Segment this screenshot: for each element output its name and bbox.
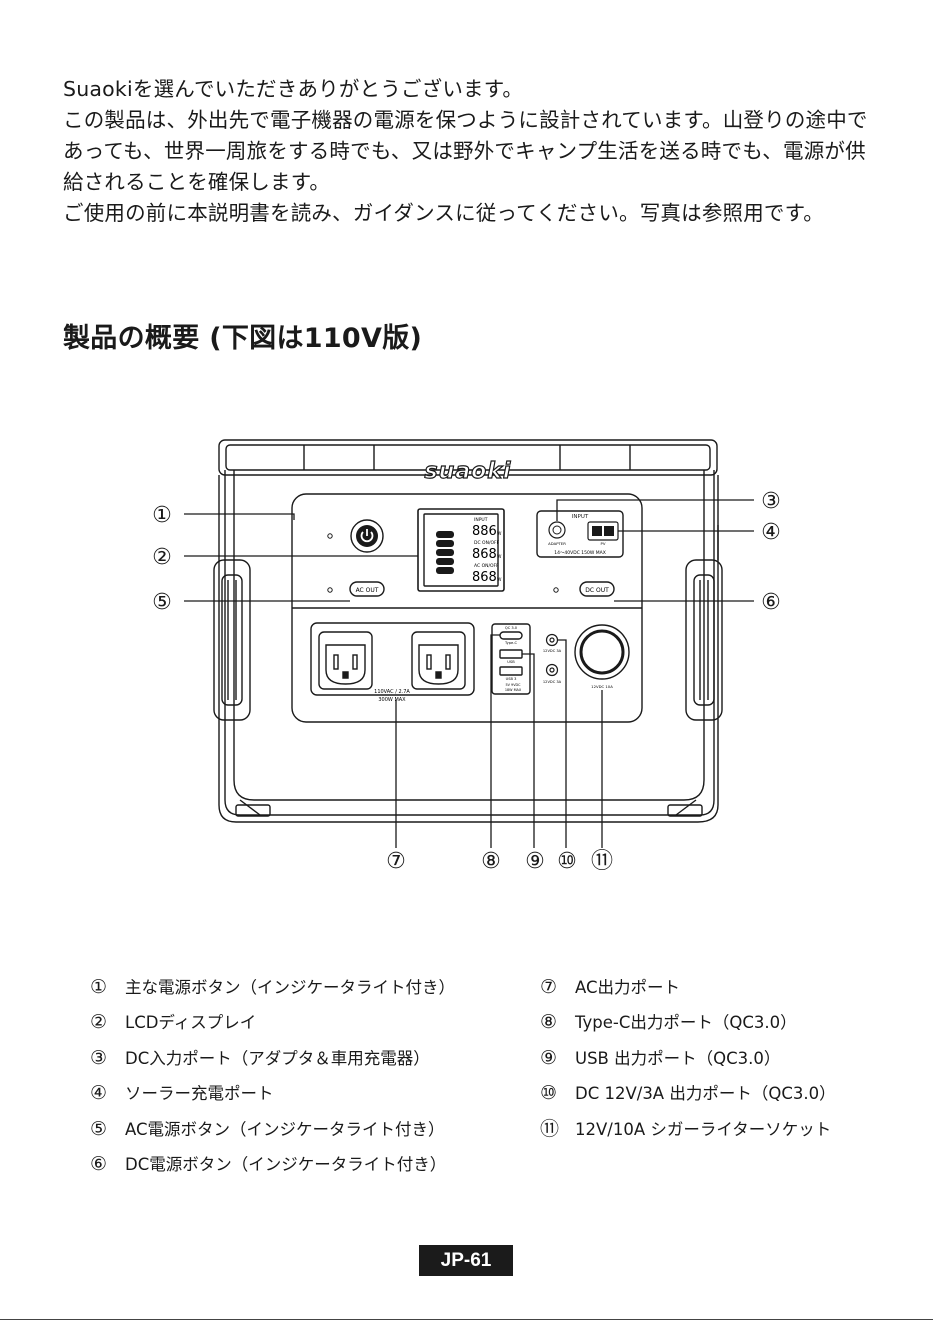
- legend-item: ⑪ 12V/10A シガーライターソケット: [540, 1112, 836, 1147]
- legend-text: DC電源ボタン（インジケータライト付き）: [125, 1155, 447, 1175]
- legend-number: ③: [90, 1046, 108, 1069]
- battery-icon: [436, 531, 454, 574]
- legend-number: ②: [90, 1011, 108, 1034]
- legend-item: ⑥ DC電源ボタン（インジケータライト付き）: [90, 1147, 455, 1182]
- usb-spec: 5V 9VDC: [505, 683, 521, 687]
- legend-item: ② LCDディスプレイ: [90, 1005, 455, 1040]
- legend-text: Type-C出力ポート（QC3.0）: [575, 1013, 797, 1033]
- callout-5: ⑤: [152, 590, 172, 615]
- bottom-rule: [0, 1319, 933, 1320]
- legend-item: ④ ソーラー充電ポート: [90, 1076, 455, 1111]
- legend-text: AC電源ボタン（インジケータライト付き）: [125, 1119, 445, 1139]
- legend-number: ⑪: [540, 1117, 560, 1140]
- legend-item: ① 主な電源ボタン（インジケータライト付き）: [90, 970, 455, 1005]
- adapter-label: ADAPTER: [548, 541, 566, 546]
- product-diagram: suaoki INPUT 886 W DC ON/OFF 868 W AC ON…: [152, 439, 781, 874]
- callout-4: ④: [761, 520, 781, 545]
- brand-logo: suaoki: [425, 459, 512, 484]
- callout-3: ③: [761, 489, 781, 514]
- legend-left: ① 主な電源ボタン（インジケータライト付き） ② LCDディスプレイ ③ DC入力ポー…: [90, 970, 455, 1182]
- indicator-light: [553, 587, 559, 593]
- dc-port-label: 12VDC 3A: [543, 649, 562, 653]
- ac-outlet[interactable]: [418, 644, 459, 685]
- legend-number: ⑤: [90, 1117, 108, 1140]
- dc-input-port[interactable]: [548, 521, 566, 539]
- lcd-unit: W: [497, 531, 502, 537]
- legend-text: 主な電源ボタン（インジケータライト付き）: [125, 978, 455, 997]
- callout-6: ⑥: [761, 590, 781, 615]
- legend-number: ④: [90, 1082, 108, 1105]
- indicator-light: [327, 587, 333, 593]
- legend-number: ⑨: [540, 1046, 558, 1069]
- legend-text: 12V/10A シガーライターソケット: [575, 1119, 832, 1139]
- lcd-ac-value: 868: [472, 570, 497, 585]
- dc-port-label: 12VDC 3A: [543, 680, 562, 684]
- legend-text: DC 12V/3A 出力ポート（QC3.0）: [575, 1084, 836, 1104]
- input-spec: 14～40VDC 150W MAX: [554, 550, 606, 556]
- lcd-input-label: INPUT: [474, 517, 488, 523]
- indicator-light: [327, 533, 333, 539]
- legend-text: DC入力ポート（アダプタ＆車用充電器）: [125, 1048, 430, 1068]
- legend-item: ⑨ USB 出力ポート（QC3.0）: [540, 1041, 836, 1076]
- usb-spec: 18W MAX: [505, 688, 522, 692]
- svg-text:AC OUT: AC OUT: [356, 587, 379, 594]
- legend-number: ⑥: [90, 1153, 108, 1176]
- legend-item: ⑩ DC 12V/3A 出力ポート（QC3.0）: [540, 1076, 836, 1111]
- solar-charge-port[interactable]: [587, 521, 619, 541]
- legend-item: ③ DC入力ポート（アダプタ＆車用充電器）: [90, 1041, 455, 1076]
- legend-number: ⑧: [540, 1011, 558, 1034]
- input-panel-title: INPUT: [572, 514, 589, 520]
- usb-label: USB 3: [506, 677, 517, 681]
- callout-8: ⑧: [481, 849, 501, 874]
- svg-text:DC OUT: DC OUT: [585, 587, 609, 594]
- type-c-port[interactable]: [499, 631, 523, 640]
- legend-number: ⑦: [540, 976, 558, 998]
- legend-item: ⑤ AC電源ボタン（インジケータライト付き）: [90, 1112, 455, 1147]
- usb-port[interactable]: [499, 666, 523, 676]
- lcd-unit: W: [497, 554, 502, 560]
- lcd-dc-label: DC ON/OFF: [474, 540, 500, 546]
- usb-label: USB: [507, 660, 515, 664]
- lcd-input-value: 886: [472, 524, 497, 539]
- pv-label: PV: [601, 541, 606, 546]
- legend-text: USB 出力ポート（QC3.0）: [575, 1048, 781, 1068]
- ac-spec: 300W MAX: [378, 697, 406, 703]
- intro-text: Suaokiを選んでいただきありがとうございます。 この製品は、外出先で電子機器…: [63, 74, 883, 229]
- legend-number: ①: [90, 976, 108, 998]
- legend-text: AC出力ポート: [575, 978, 681, 997]
- usb-port[interactable]: [499, 649, 523, 659]
- qc-label: QC 3.0: [505, 626, 518, 630]
- lcd-dc-value: 868: [472, 547, 497, 562]
- power-button[interactable]: [350, 519, 384, 553]
- legend-item: ⑧ Type-C出力ポート（QC3.0）: [540, 1005, 836, 1040]
- callout-11: ⑪: [591, 849, 613, 874]
- legend-item: ⑦ AC出力ポート: [540, 970, 836, 1005]
- callout-2: ②: [152, 545, 172, 570]
- ac-outlet[interactable]: [325, 644, 366, 685]
- cig-label: 12VDC 10A: [591, 684, 613, 689]
- legend-right: ⑦ AC出力ポート ⑧ Type-C出力ポート（QC3.0） ⑨ USB 出力ポート（…: [540, 970, 836, 1147]
- lcd-ac-label: AC ON/OFF: [474, 563, 499, 569]
- intro-paragraph: ご使用の前に本説明書を読み、ガイダンスに従ってください。写真は参照用です。: [63, 201, 824, 225]
- callout-1: ①: [152, 503, 172, 528]
- dc-out-button[interactable]: DC OUT: [579, 581, 615, 597]
- lcd-unit: W: [497, 577, 502, 583]
- legend-number: ⑩: [540, 1082, 558, 1105]
- dc-output-port[interactable]: [545, 633, 559, 647]
- intro-paragraph: Suaokiを選んでいただきありがとうございます。: [63, 77, 524, 101]
- callout-9: ⑨: [525, 849, 545, 874]
- callout-10: ⑩: [557, 849, 577, 874]
- ac-spec: 110VAC / 2.7A: [374, 689, 410, 695]
- cigarette-lighter-socket[interactable]: [574, 624, 630, 680]
- page-number: JP-61: [419, 1245, 513, 1276]
- dc-output-port[interactable]: [545, 663, 559, 677]
- intro-paragraph: この製品は、外出先で電子機器の電源を保つように設計されています。山登りの途中であ…: [63, 108, 868, 194]
- callout-7: ⑦: [386, 849, 406, 874]
- type-c-label: Type-C: [504, 641, 518, 645]
- power-icon: [360, 531, 374, 543]
- section-title: 製品の概要 (下図は110V版): [63, 323, 423, 354]
- legend-text: LCDディスプレイ: [125, 1013, 257, 1033]
- legend-text: ソーラー充電ポート: [125, 1084, 274, 1104]
- ac-out-button[interactable]: AC OUT: [349, 581, 385, 597]
